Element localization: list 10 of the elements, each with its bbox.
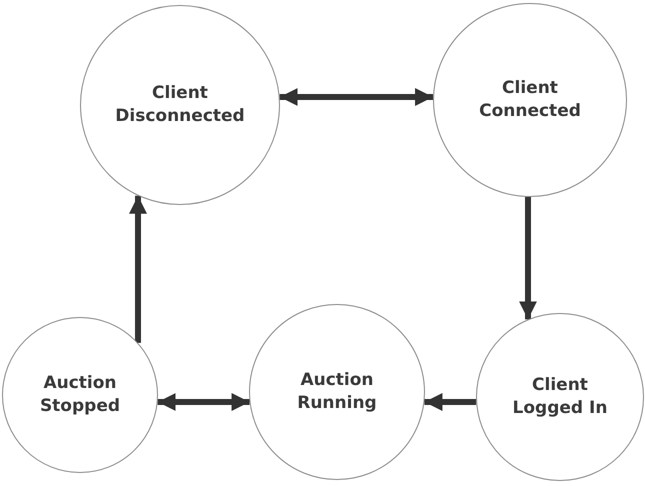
state-label: Client Logged In	[512, 374, 608, 420]
arrow	[519, 196, 537, 320]
state-label: Client Connected	[478, 77, 582, 123]
arrow	[280, 88, 434, 106]
arrow	[129, 196, 147, 343]
arrow	[158, 393, 250, 411]
state-label: Auction Running	[296, 369, 378, 415]
state-label: Client Disconnected	[114, 82, 246, 128]
arrow	[424, 393, 476, 411]
state-label: Auction Stopped	[38, 372, 122, 418]
